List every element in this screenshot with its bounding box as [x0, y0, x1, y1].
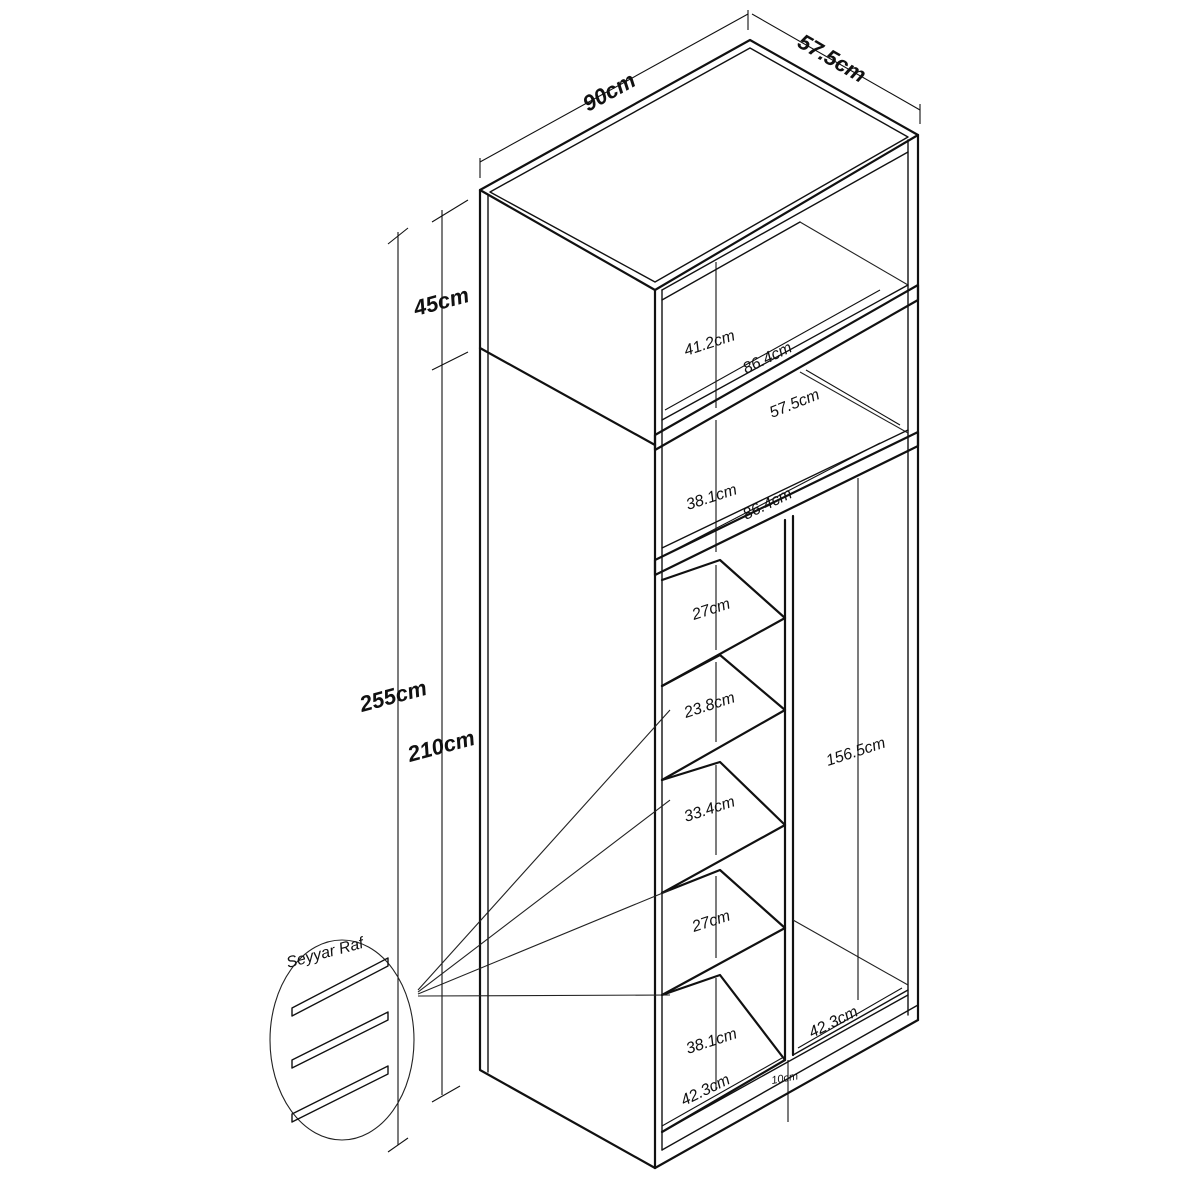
shelf-5: [660, 973, 787, 1134]
width-dimension-line: [479, 13, 749, 163]
total-height-tick-bottom: [387, 1137, 409, 1153]
total-height-tick-top: [387, 227, 409, 245]
top-height-label: 45cm: [410, 282, 472, 321]
shelf-2: [660, 653, 787, 782]
shelf-3-label: 33.4cm: [682, 793, 737, 825]
left-width-label: 42.3cm: [678, 1071, 733, 1109]
plinth-top-edge: [661, 1004, 919, 1151]
top-height-tick-bottom: [431, 351, 469, 371]
top-inner-height-label: 41.2cm: [682, 327, 737, 359]
left-side-face: [478, 188, 657, 1170]
callout-line-4: [417, 994, 671, 997]
top-inner-width-line: [664, 289, 881, 411]
hanging-height-label: 156.5cm: [824, 735, 888, 770]
upper-height-label: 38.1cm: [684, 481, 739, 513]
movable-shelf-1: [291, 957, 389, 1017]
body-height-tick-bottom: [431, 1085, 461, 1103]
upper-shelf: [653, 430, 920, 577]
movable-shelf-callout: [269, 709, 671, 1141]
top-box-seam: [478, 346, 657, 447]
dimension-labels: 90cm 57.5cm 255cm 45cm 210cm 41.2cm 86.4…: [285, 29, 888, 1110]
body-height-label: 210cm: [404, 725, 478, 767]
shelf-1: [660, 558, 787, 688]
top-box-back-line: [799, 221, 909, 286]
bottom-front-edge: [653, 1018, 920, 1170]
hanging-section: [792, 919, 909, 1056]
left-shelves: [660, 558, 787, 1134]
top-box-ceiling-back: [661, 221, 801, 301]
top-box-floor-edge: [661, 284, 909, 421]
hanging-floor-front: [792, 989, 909, 1056]
left-width-line: [661, 1057, 783, 1127]
top-height-tick-top: [431, 199, 469, 223]
top-box: [653, 151, 920, 452]
right-width-line: [797, 987, 903, 1049]
movable-shelf-3: [291, 1065, 389, 1123]
callout-line-1: [417, 709, 671, 991]
callout-circle: [269, 939, 415, 1141]
upper-depth-label: 57.5cm: [767, 386, 822, 421]
movable-shelf-2: [291, 1011, 389, 1069]
upper-width-label: 86.4cm: [740, 485, 795, 523]
shelf-4: [660, 868, 787, 997]
plinth-label: 10cm: [770, 1070, 799, 1086]
movable-shelf-label: Seyyar Raf: [285, 935, 367, 972]
width-label: 90cm: [578, 67, 639, 116]
dimension-lines: [387, 10, 921, 1153]
shelf-3: [660, 760, 787, 895]
shelf-2-label: 23.8cm: [681, 689, 737, 722]
upper-width-line: [664, 442, 881, 556]
depth-dimension-line: [751, 13, 921, 111]
upper-back-line: [799, 371, 909, 434]
top-box-ceiling: [661, 151, 909, 291]
total-height-label: 255cm: [356, 675, 430, 717]
top-box-floor: [653, 283, 920, 452]
hanging-floor-back: [792, 919, 909, 986]
top-face-inner: [489, 47, 909, 283]
shelf-1-label: 27cm: [689, 596, 732, 625]
upper-depth-line: [805, 369, 901, 426]
shelf-5-label: 38.1cm: [684, 1025, 739, 1057]
center-divider: [783, 514, 795, 1062]
callout-line-2: [417, 799, 671, 993]
shelf-4-label: 27cm: [689, 908, 732, 937]
callout-line-3: [417, 889, 671, 995]
